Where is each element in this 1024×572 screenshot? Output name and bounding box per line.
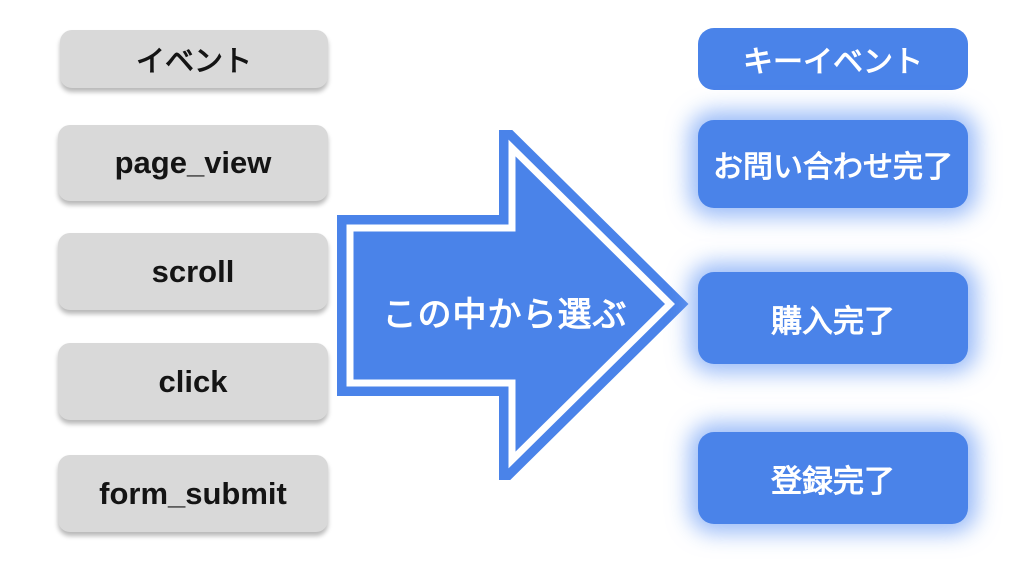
key-events-header-box: キーイベント (698, 28, 968, 90)
key-event-label: 登録完了 (771, 463, 895, 499)
key-event-box-register-complete: 登録完了 (698, 432, 968, 524)
right-arrow-icon (337, 130, 689, 480)
key-event-box-inquiry-complete: お問い合わせ完了 (698, 120, 968, 208)
key-event-label: 購入完了 (771, 303, 895, 339)
event-label: page_view (114, 145, 272, 180)
event-label: click (158, 363, 228, 399)
events-header-label: イベント (135, 46, 252, 78)
key-events-header-label: キーイベント (743, 46, 923, 79)
event-box-page-view: page_view (58, 125, 328, 201)
event-label: scroll (151, 253, 235, 289)
event-box-scroll: scroll (58, 233, 328, 310)
event-label: form_submit (99, 475, 287, 511)
event-box-form-submit: form_submit (58, 455, 328, 532)
arrow-caption: この中から選ぶ (382, 296, 628, 334)
key-event-box-purchase-complete: 購入完了 (698, 272, 968, 364)
event-box-click: click (58, 343, 328, 420)
events-header-box: イベント (60, 30, 328, 88)
key-event-label: お問い合わせ完了 (713, 151, 953, 184)
